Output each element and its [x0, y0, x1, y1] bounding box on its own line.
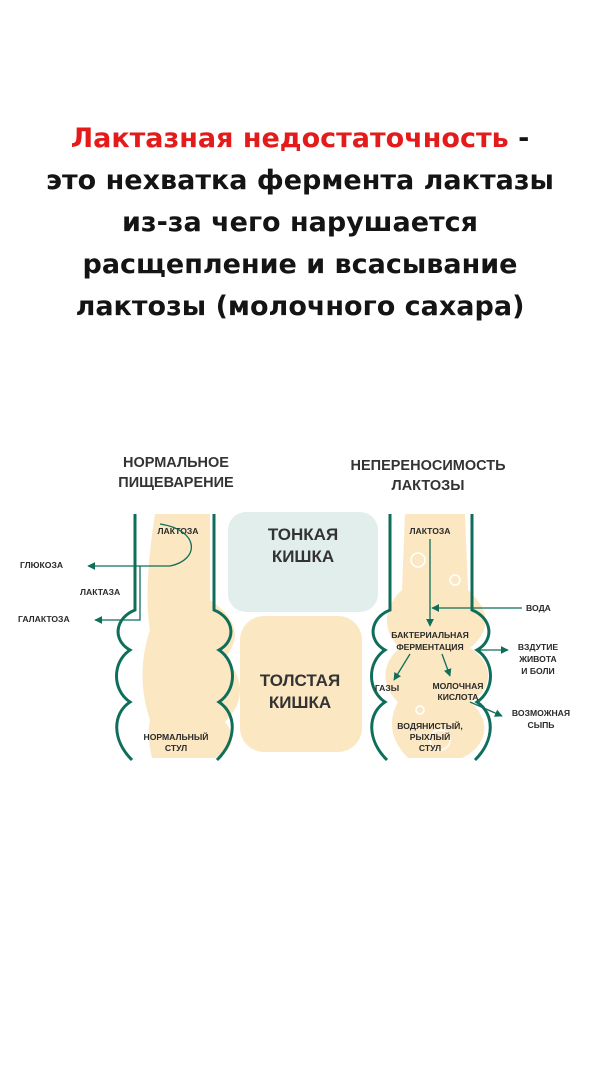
intolerance-lactose-label: ЛАКТОЗА	[409, 526, 450, 536]
normal-digestion-title-1: НОРМАЛЬНОЕ	[123, 455, 229, 471]
intolerance-intestine-left-wall	[370, 514, 392, 762]
lactic-acid-label-1: МОЛОЧНАЯ	[433, 681, 484, 691]
rash-arrow	[469, 701, 503, 717]
headline-line-5: лактозы (молочного сахара)	[75, 291, 525, 322]
galactose-label: ГАЛАКТОЗА	[18, 614, 70, 624]
large-intestine-area	[240, 616, 362, 752]
lactic-acid-label-2: КИСЛОТА	[437, 692, 478, 702]
lactose-intolerance-title-1: НЕПЕРЕНОСИМОСТЬ	[351, 458, 506, 474]
headline: Лактазная недостаточность - это нехватка…	[20, 118, 580, 328]
headline-line-2: это нехватка фермента лактазы	[46, 165, 554, 196]
bloating-label-2: ЖИВОТА	[518, 654, 557, 664]
watery-stool-label-1: ВОДЯНИСТЫЙ,	[397, 720, 462, 731]
water-label: ВОДА	[526, 603, 551, 613]
fermentation-to-gases-arrow	[393, 653, 411, 681]
digestion-diagram: НОРМАЛЬНОЕ ПИЩЕВАРЕНИЕ НЕПЕРЕНОСИМОСТЬ Л…	[18, 455, 570, 762]
small-intestine-label-2: КИШКА	[272, 547, 334, 566]
bacterial-fermentation-label-1: БАКТЕРИАЛЬНАЯ	[391, 630, 469, 640]
lactase-to-galactose-arrow	[94, 566, 141, 624]
lactase-label: ЛАКТАЗА	[80, 587, 120, 597]
normal-lactose-label: ЛАКТОЗА	[157, 526, 198, 536]
normal-stool-label-2: СТУЛ	[165, 743, 187, 753]
normal-digestion-title-2: ПИЩЕВАРЕНИЕ	[118, 475, 234, 491]
bloating-label-3: И БОЛИ	[521, 666, 554, 676]
fermentation-to-lactic-arrow	[441, 653, 452, 677]
normal-intestine-right-wall	[212, 514, 234, 762]
bubbles-decoration	[410, 552, 461, 751]
large-intestine-label-1: ТОЛСТАЯ	[260, 671, 340, 690]
watery-stool-label-2: РЫХЛЫЙ	[410, 731, 451, 742]
large-intestine-label-2: КИШКА	[269, 693, 331, 712]
gases-label: ГАЗЫ	[375, 683, 399, 693]
intolerance-intestine-right-wall	[470, 514, 492, 762]
headline-dash: -	[508, 123, 530, 154]
intolerance-intestine-contents	[385, 514, 488, 758]
glucose-label: ГЛЮКОЗА	[20, 560, 63, 570]
normal-stool-label-1: НОРМАЛЬНЫЙ	[144, 731, 209, 742]
headline-accent: Лактазная недостаточность	[70, 123, 509, 154]
headline-line-4: расщепление и всасывание	[82, 249, 518, 280]
bloating-label-1: ВЗДУТИЕ	[518, 642, 558, 652]
small-intestine-area	[228, 512, 378, 612]
lactose-intolerance-title-2: ЛАКТОЗЫ	[392, 478, 465, 494]
watery-stool-label-3: СТУЛ	[419, 743, 441, 753]
rash-label-1: ВОЗМОЖНАЯ	[512, 708, 570, 718]
headline-line-3: из-за чего нарушается	[121, 207, 479, 238]
normal-intestine-left-wall	[115, 514, 137, 762]
normal-intestine-contents	[142, 514, 240, 758]
bacterial-fermentation-label-2: ФЕРМЕНТАЦИЯ	[396, 642, 463, 652]
small-intestine-label-1: ТОНКАЯ	[268, 525, 338, 544]
rash-label-2: СЫПЬ	[528, 720, 555, 730]
lactose-to-glucose-arrow	[87, 523, 193, 570]
headline-line-1: Лактазная недостаточность -	[20, 118, 580, 160]
